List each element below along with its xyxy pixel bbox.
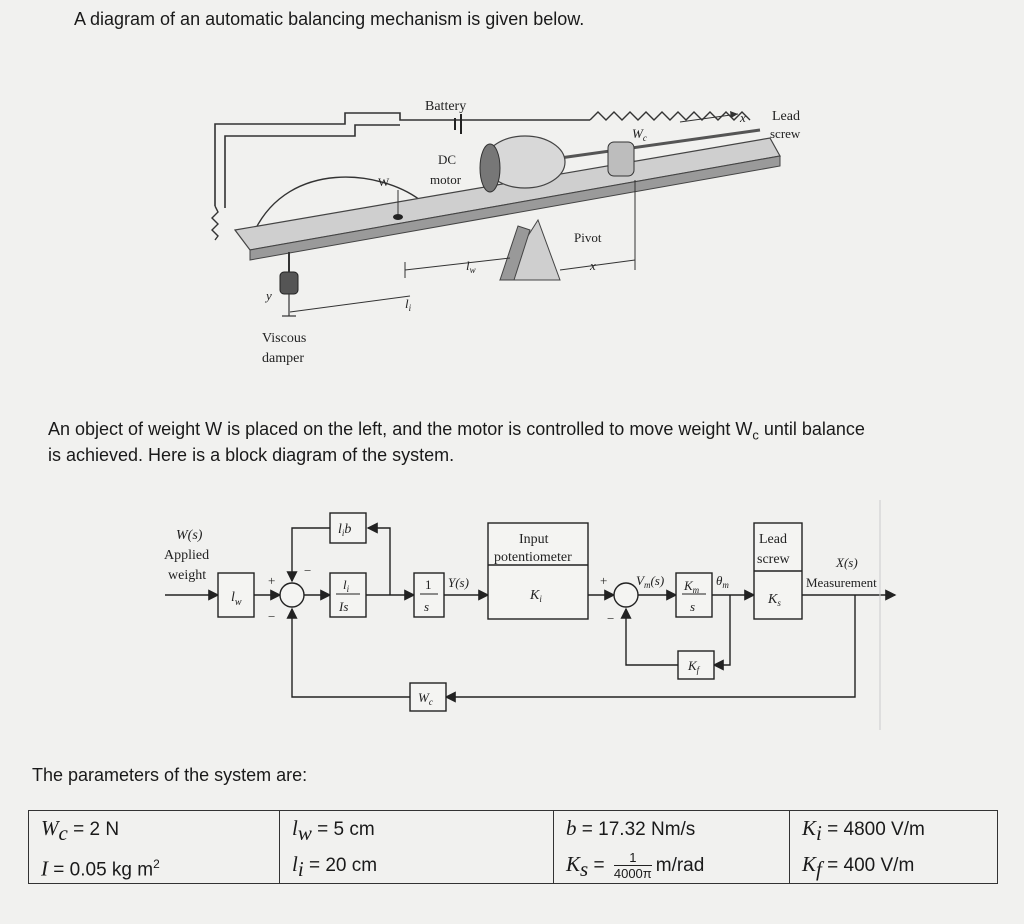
summing-junction-1 [279, 582, 305, 608]
label-li-num: li [343, 577, 350, 594]
label-applied: Applied [164, 548, 209, 563]
params-col-4: Ki = 4800 V/m Kf = 400 V/m [789, 811, 996, 883]
x-arrow-line [679, 113, 739, 123]
param-kf: Kf = 400 V/m [802, 852, 915, 881]
beam-side [249, 155, 781, 261]
sign-minus-2: − [607, 611, 614, 626]
potentiometer-zigzag [589, 111, 751, 121]
description-line-2: is achieved. Here is a block diagram of … [48, 445, 455, 465]
label-lead: Lead [772, 109, 800, 124]
label-w: W [378, 175, 390, 189]
pivot-face [499, 225, 531, 281]
sign-minus-1b: − [268, 609, 275, 624]
block-li-is [329, 572, 367, 618]
label-li: li [405, 296, 412, 313]
dc-motor-end [479, 143, 501, 193]
label-measurement: Measurement [806, 575, 877, 590]
label-potentiometer: potentiometer [494, 550, 572, 565]
label-dc: DC [438, 152, 456, 167]
summing-junction-2 [613, 582, 639, 608]
param-b: b = 17.32 Nm/s [566, 816, 696, 840]
sign-plus-1: + [268, 573, 275, 588]
label-ki: Ki [529, 588, 542, 604]
weight-w-marker [393, 214, 403, 220]
label-s: s [424, 599, 429, 614]
label-vms: Vm(s) [636, 573, 664, 590]
params-heading: The parameters of the system are: [32, 765, 308, 785]
block-diagram: W(s) Applied weight lw + − − lib li Is 1… [164, 500, 897, 730]
block-input-potentiometer [487, 522, 589, 620]
params-table: Wc = 2 N I = 0.05 kg m2 lw = 5 cm li = 2… [28, 810, 998, 884]
weight-wc-block [607, 141, 635, 177]
param-i: I = 0.05 kg m2 [41, 856, 160, 881]
circuit-wire [214, 112, 590, 206]
label-lib: lib [338, 522, 351, 538]
viscous-damper [279, 271, 299, 295]
lead-screw-rod [559, 128, 761, 160]
lw-dimension [404, 257, 511, 271]
label-xs: X(s) [835, 555, 858, 570]
label-screw: screw [757, 552, 791, 567]
label-theta: θm [716, 573, 729, 590]
sign-plus-2: + [600, 573, 607, 588]
param-lw: lw = 5 cm [292, 816, 375, 845]
page-heading: A diagram of an automatic balancing mech… [74, 9, 585, 29]
label-screw: screw [770, 126, 801, 141]
label-input: Input [519, 532, 549, 547]
label-x: x [739, 110, 746, 125]
label-wc: Wc [632, 126, 647, 143]
block-lw [217, 572, 255, 618]
label-km-s: s [690, 599, 695, 614]
label-viscous: Viscous [262, 331, 306, 346]
label-x2: x [589, 258, 596, 273]
circuit-wire-inner [224, 124, 400, 208]
label-ks: Ks [767, 592, 781, 608]
label-ws: W(s) [176, 528, 203, 543]
params-col-1: Wc = 2 N I = 0.05 kg m2 [29, 811, 279, 883]
param-li: li = 20 cm [292, 852, 378, 881]
label-battery: Battery [425, 99, 466, 114]
label-motor: motor [430, 172, 462, 187]
label-pivot: Pivot [574, 230, 602, 245]
label-kf: Kf [687, 658, 701, 675]
label-lw: lw [466, 258, 476, 275]
description-line-1: An object of weight W is placed on the l… [48, 419, 865, 443]
label-lead: Lead [759, 532, 787, 547]
label-lw: lw [231, 590, 242, 608]
label-damper: damper [262, 351, 304, 366]
label-one: 1 [425, 577, 432, 592]
sign-minus-1a: − [304, 563, 311, 578]
param-wc: Wc = 2 N [41, 816, 120, 845]
label-ys: Y(s) [448, 575, 469, 590]
block-lib [329, 512, 367, 544]
label-wc: Wc [418, 690, 433, 707]
label-km: Km [683, 578, 700, 595]
params-col-2: lw = 5 cm li = 20 cm [279, 811, 553, 883]
label-is-den: Is [338, 599, 348, 614]
resistor-zigzag [211, 205, 219, 241]
mechanism-illustration: Battery DC motor W Wc x Lead screw Pivot… [211, 99, 801, 366]
li-dimension [289, 295, 411, 313]
x-dimension [559, 259, 636, 271]
label-weight: weight [168, 568, 206, 583]
param-ki: Ki = 4800 V/m [802, 816, 925, 845]
label-y: y [264, 288, 272, 303]
